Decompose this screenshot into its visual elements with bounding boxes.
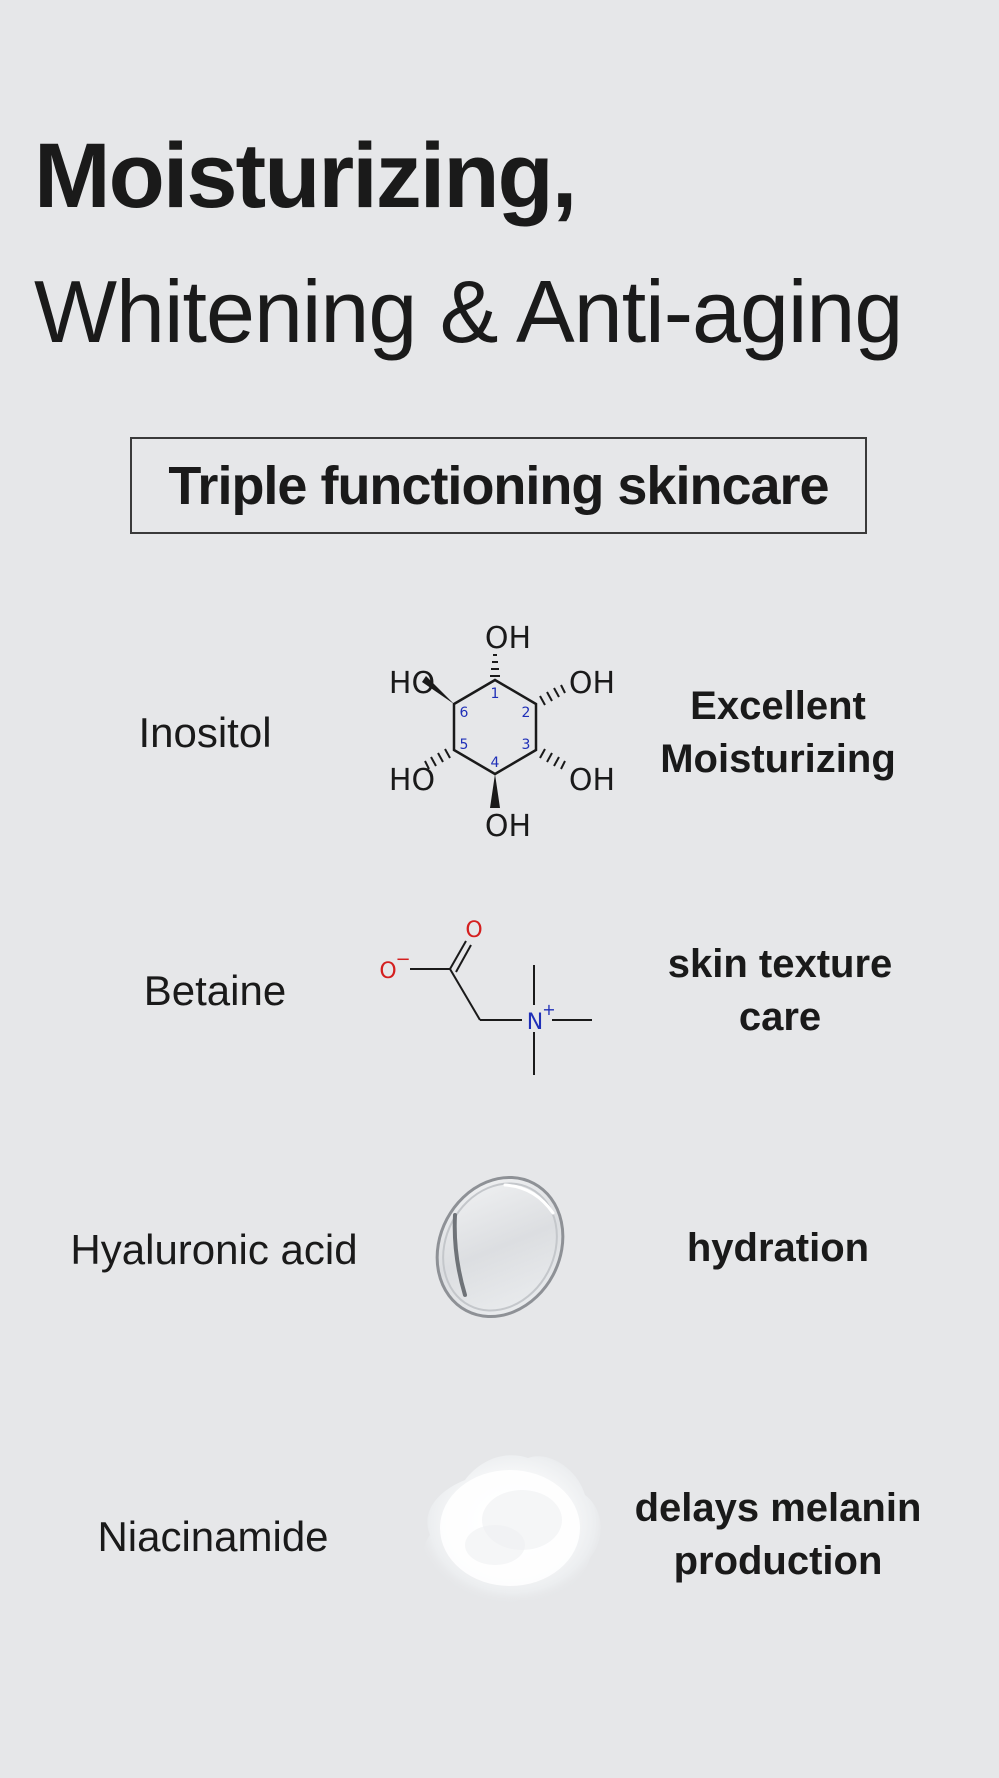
- label-ho-lower-left: HO: [389, 763, 435, 798]
- label-nitrogen: N: [527, 1010, 543, 1035]
- label-oh-top: OH: [485, 621, 531, 656]
- powder-pile-image: [410, 1440, 610, 1615]
- benefit-inositol: Excellent Moisturizing: [598, 680, 958, 786]
- ingredient-name-inositol: Inositol: [138, 709, 272, 756]
- position-4: 4: [491, 755, 500, 771]
- benefit-line: production: [673, 1539, 883, 1583]
- ingredient-name-hyaluronic-acid: Hyaluronic acid: [70, 1226, 358, 1273]
- benefit-betaine: skin texture care: [600, 938, 960, 1044]
- benefit-line: delays melanin: [634, 1486, 922, 1530]
- position-2: 2: [522, 705, 531, 721]
- headline-light: Whitening & Anti-aging: [34, 262, 903, 361]
- label-carbonyl-o: O: [465, 918, 482, 943]
- tagline-text: Triple functioning skincare: [168, 455, 829, 516]
- benefit-line: care: [738, 995, 822, 1039]
- label-oh-bottom: OH: [485, 809, 531, 844]
- label-ho-upper-left: HO: [389, 666, 435, 701]
- headline-bold: Moisturizing,: [34, 125, 577, 227]
- ingredient-name-niacinamide: Niacinamide: [97, 1513, 329, 1560]
- benefit-line: skin texture: [667, 942, 893, 986]
- ingredient-name-betaine: Betaine: [143, 967, 287, 1014]
- benefit-line: Excellent: [690, 684, 866, 728]
- benefit-line: Moisturizing: [660, 737, 896, 781]
- position-1: 1: [491, 686, 500, 702]
- betaine-structure: O O − N +: [370, 905, 610, 1085]
- benefit-hyaluronic-acid: hydration: [598, 1222, 958, 1275]
- label-nitrogen-charge: +: [542, 1000, 555, 1019]
- gel-droplet-image: [425, 1175, 575, 1320]
- label-oh-upper-right: OH: [569, 666, 615, 701]
- position-5: 5: [460, 737, 469, 753]
- label-oxide-charge: −: [395, 949, 410, 970]
- position-6: 6: [460, 705, 469, 721]
- label-oxide-o: O: [379, 959, 396, 984]
- benefit-niacinamide: delays melanin production: [598, 1482, 958, 1588]
- tagline-box: Triple functioning skincare: [130, 437, 867, 534]
- benefit-line: hydration: [686, 1226, 870, 1270]
- position-3: 3: [522, 737, 531, 753]
- label-oh-lower-right: OH: [569, 763, 615, 798]
- inositol-structure: OH HO OH HO OH OH 1 2 3 4 5 6: [360, 610, 630, 850]
